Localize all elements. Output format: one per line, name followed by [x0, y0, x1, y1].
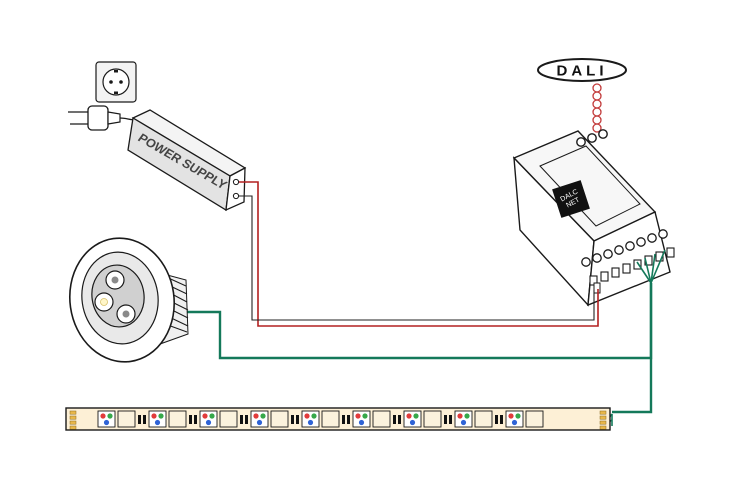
strip-rgb-led: [403, 410, 422, 428]
strip-rgb-led: [97, 410, 116, 428]
strip-white-led: [372, 410, 391, 428]
strip-resistor: [342, 415, 350, 424]
power-wire-negative: [239, 195, 595, 321]
power-wires: [239, 181, 599, 327]
controller-top-terminal-1: [576, 137, 586, 147]
led-downlight: [68, 237, 189, 363]
dalc-net-controller: DALC NET: [512, 129, 675, 307]
strip-resistor: [495, 415, 503, 424]
strip-white-led: [270, 410, 289, 428]
strip-white-led: [168, 410, 187, 428]
strip-rgb-led: [505, 410, 524, 428]
strip-resistor: [393, 415, 401, 424]
wall-outlet-icon: [95, 61, 137, 103]
strip-rgb-led: [148, 410, 167, 428]
strip-white-led: [117, 410, 136, 428]
led-strip: [65, 407, 611, 431]
strip-white-led: [321, 410, 340, 428]
strip-resistor: [240, 415, 248, 424]
controller-label-plate: [552, 180, 590, 218]
strip-rgb-led: [352, 410, 371, 428]
strip-resistor: [444, 415, 452, 424]
signal-wires: [184, 249, 666, 426]
strip-resistor: [189, 415, 197, 424]
dali-wire-coil: [592, 83, 602, 133]
dali-bus-connector: DALI: [537, 58, 627, 133]
controller-terminal-screws: [581, 229, 668, 267]
strip-resistor: [291, 415, 299, 424]
strip-white-led: [525, 410, 544, 428]
dali-label: DALI: [557, 63, 608, 80]
controller-terminal-slots: [589, 247, 675, 286]
power-supply: POWER SUPPLY: [127, 109, 247, 212]
strip-white-led: [219, 410, 238, 428]
strip-white-led: [423, 410, 442, 428]
strip-rgb-led: [454, 410, 473, 428]
strip-white-led: [474, 410, 493, 428]
power-supply-terminal-2: [232, 192, 240, 200]
strip-wire: [612, 283, 653, 414]
controller-side-slot: [593, 282, 601, 294]
controller-top-terminal-2: [587, 133, 597, 143]
led-strip-cells: [97, 410, 544, 428]
plug-icon: [68, 105, 137, 131]
strip-right-pads: [599, 410, 607, 430]
strip-left-pads: [69, 410, 77, 430]
strip-resistor: [138, 415, 146, 424]
strip-rgb-led: [250, 410, 269, 428]
power-supply-terminal-1: [232, 178, 240, 186]
strip-rgb-led: [301, 410, 320, 428]
power-wire-positive: [239, 181, 599, 327]
strip-rgb-led: [199, 410, 218, 428]
controller-top-terminal-3: [598, 129, 608, 139]
